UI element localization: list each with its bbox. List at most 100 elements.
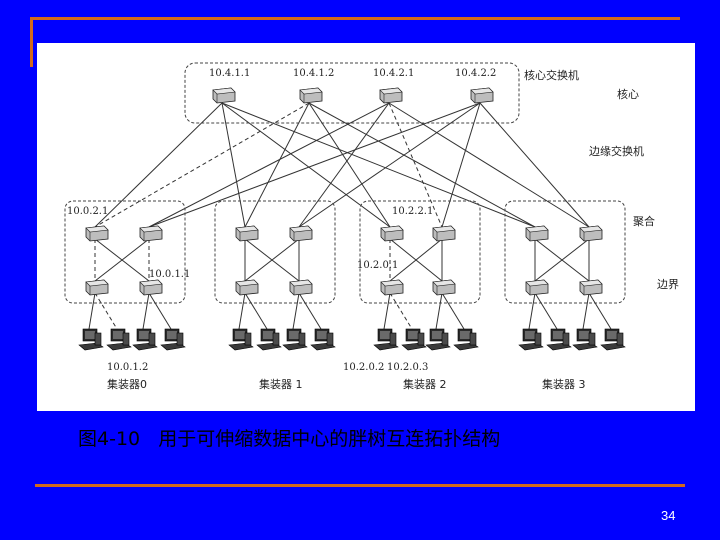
agg-edge-link bbox=[244, 238, 300, 282]
edge-host-link bbox=[292, 292, 300, 330]
aggregation-switch-icon bbox=[525, 225, 549, 242]
switch-top bbox=[432, 279, 456, 287]
switch-top bbox=[85, 225, 109, 233]
host-tower bbox=[562, 332, 570, 346]
agg-edge-link bbox=[534, 238, 590, 282]
core-group-box bbox=[184, 62, 520, 124]
core-agg-link bbox=[94, 102, 223, 228]
core-layer-label: 核心 bbox=[617, 87, 639, 101]
host-computer-icon bbox=[160, 328, 186, 351]
pod2-host-ip: 10.2.0.3 bbox=[387, 362, 428, 373]
core-agg-link bbox=[388, 102, 590, 228]
switch-top bbox=[380, 279, 404, 287]
host-computer-icon bbox=[310, 328, 336, 351]
pod2-bottom-ip: 10.2.0.1 bbox=[357, 260, 398, 271]
aggregation-switch-icon bbox=[139, 225, 163, 242]
host-screen bbox=[85, 331, 95, 339]
edge-switch-icon bbox=[85, 279, 109, 296]
host-tower bbox=[616, 332, 624, 346]
pod2-host-ip: 10.2.0.2 bbox=[343, 362, 384, 373]
host-computer-icon bbox=[282, 328, 308, 351]
core-switch-icon bbox=[299, 87, 323, 104]
core-agg-link bbox=[298, 102, 481, 228]
switch-top bbox=[579, 225, 603, 233]
core-agg-link bbox=[441, 102, 481, 228]
page-number: 34 bbox=[661, 508, 676, 523]
host-screen bbox=[139, 331, 149, 339]
core-switch-icon bbox=[212, 87, 236, 104]
pod-label: 集装器 3 bbox=[542, 377, 586, 391]
core-agg-link bbox=[221, 102, 536, 228]
host-screen bbox=[167, 331, 177, 339]
core-ip-label: 10.4.1.1 bbox=[209, 68, 250, 79]
host-tower bbox=[534, 332, 542, 346]
host-screen bbox=[289, 331, 299, 339]
host-screen bbox=[380, 331, 390, 339]
core-agg-link bbox=[148, 102, 390, 228]
pod0-host-ip: 10.0.1.2 bbox=[107, 362, 148, 373]
edge-host-link bbox=[148, 292, 172, 330]
switch-top bbox=[525, 225, 549, 233]
host-screen bbox=[317, 331, 327, 339]
switch-top bbox=[432, 225, 456, 233]
host-computer-icon bbox=[518, 328, 544, 351]
figure-caption: 图4-10 用于可伸缩数据中心的胖树互连拓扑结构 bbox=[78, 428, 501, 450]
host-tower bbox=[417, 332, 425, 346]
core-agg-link bbox=[298, 102, 390, 228]
core-ip-label: 10.4.1.2 bbox=[293, 68, 334, 79]
switch-top bbox=[289, 225, 313, 233]
core-switch-icon bbox=[470, 87, 494, 104]
host-tower bbox=[588, 332, 596, 346]
switch-top bbox=[235, 225, 259, 233]
host-tower bbox=[94, 332, 102, 346]
host-computer-icon bbox=[106, 328, 132, 351]
core-agg-link bbox=[388, 102, 443, 228]
edge-switch-label: 边缘交换机 bbox=[589, 144, 644, 158]
host-screen bbox=[460, 331, 470, 339]
pod-group-box bbox=[214, 200, 336, 304]
edge-switch-icon bbox=[432, 279, 456, 296]
host-computer-icon bbox=[228, 328, 254, 351]
core-agg-link bbox=[148, 102, 481, 228]
edge-host-link bbox=[389, 292, 413, 330]
aggregation-switch-icon bbox=[235, 225, 259, 242]
edge-host-link bbox=[244, 292, 268, 330]
core-agg-link bbox=[308, 102, 391, 228]
edge-switch-icon bbox=[380, 279, 404, 296]
edge-switch-icon bbox=[139, 279, 163, 296]
host-screen bbox=[607, 331, 617, 339]
host-computer-icon bbox=[256, 328, 282, 351]
switch-top bbox=[525, 279, 549, 287]
aggregation-switch-icon bbox=[432, 225, 456, 242]
pod0-top-ip: 10.0.2.1 bbox=[67, 206, 108, 217]
host-computer-icon bbox=[453, 328, 479, 351]
edge-host-link bbox=[298, 292, 322, 330]
host-tower bbox=[122, 332, 130, 346]
edge-host-link bbox=[528, 292, 536, 330]
core-agg-link bbox=[479, 102, 590, 228]
host-tower bbox=[272, 332, 280, 346]
edge-switch-icon bbox=[579, 279, 603, 296]
host-tower bbox=[176, 332, 184, 346]
edge-host-link bbox=[383, 292, 391, 330]
switch-top bbox=[235, 279, 259, 287]
host-computer-icon bbox=[425, 328, 451, 351]
host-screen bbox=[432, 331, 442, 339]
agg-edge-link bbox=[94, 238, 150, 282]
host-computer-icon bbox=[572, 328, 598, 351]
core-ip-label: 10.4.2.1 bbox=[373, 68, 414, 79]
host-tower bbox=[441, 332, 449, 346]
edge-host-link bbox=[88, 292, 96, 330]
edge-switch-icon bbox=[525, 279, 549, 296]
edge-host-link bbox=[582, 292, 590, 330]
core-agg-link bbox=[244, 102, 310, 228]
switch-top bbox=[379, 87, 403, 95]
aggregation-switch-icon bbox=[289, 225, 313, 242]
core-switch-icon bbox=[379, 87, 403, 104]
edge-host-link bbox=[588, 292, 612, 330]
switch-top bbox=[380, 225, 404, 233]
host-screen bbox=[113, 331, 123, 339]
host-computer-icon bbox=[78, 328, 104, 351]
host-computer-icon bbox=[373, 328, 399, 351]
